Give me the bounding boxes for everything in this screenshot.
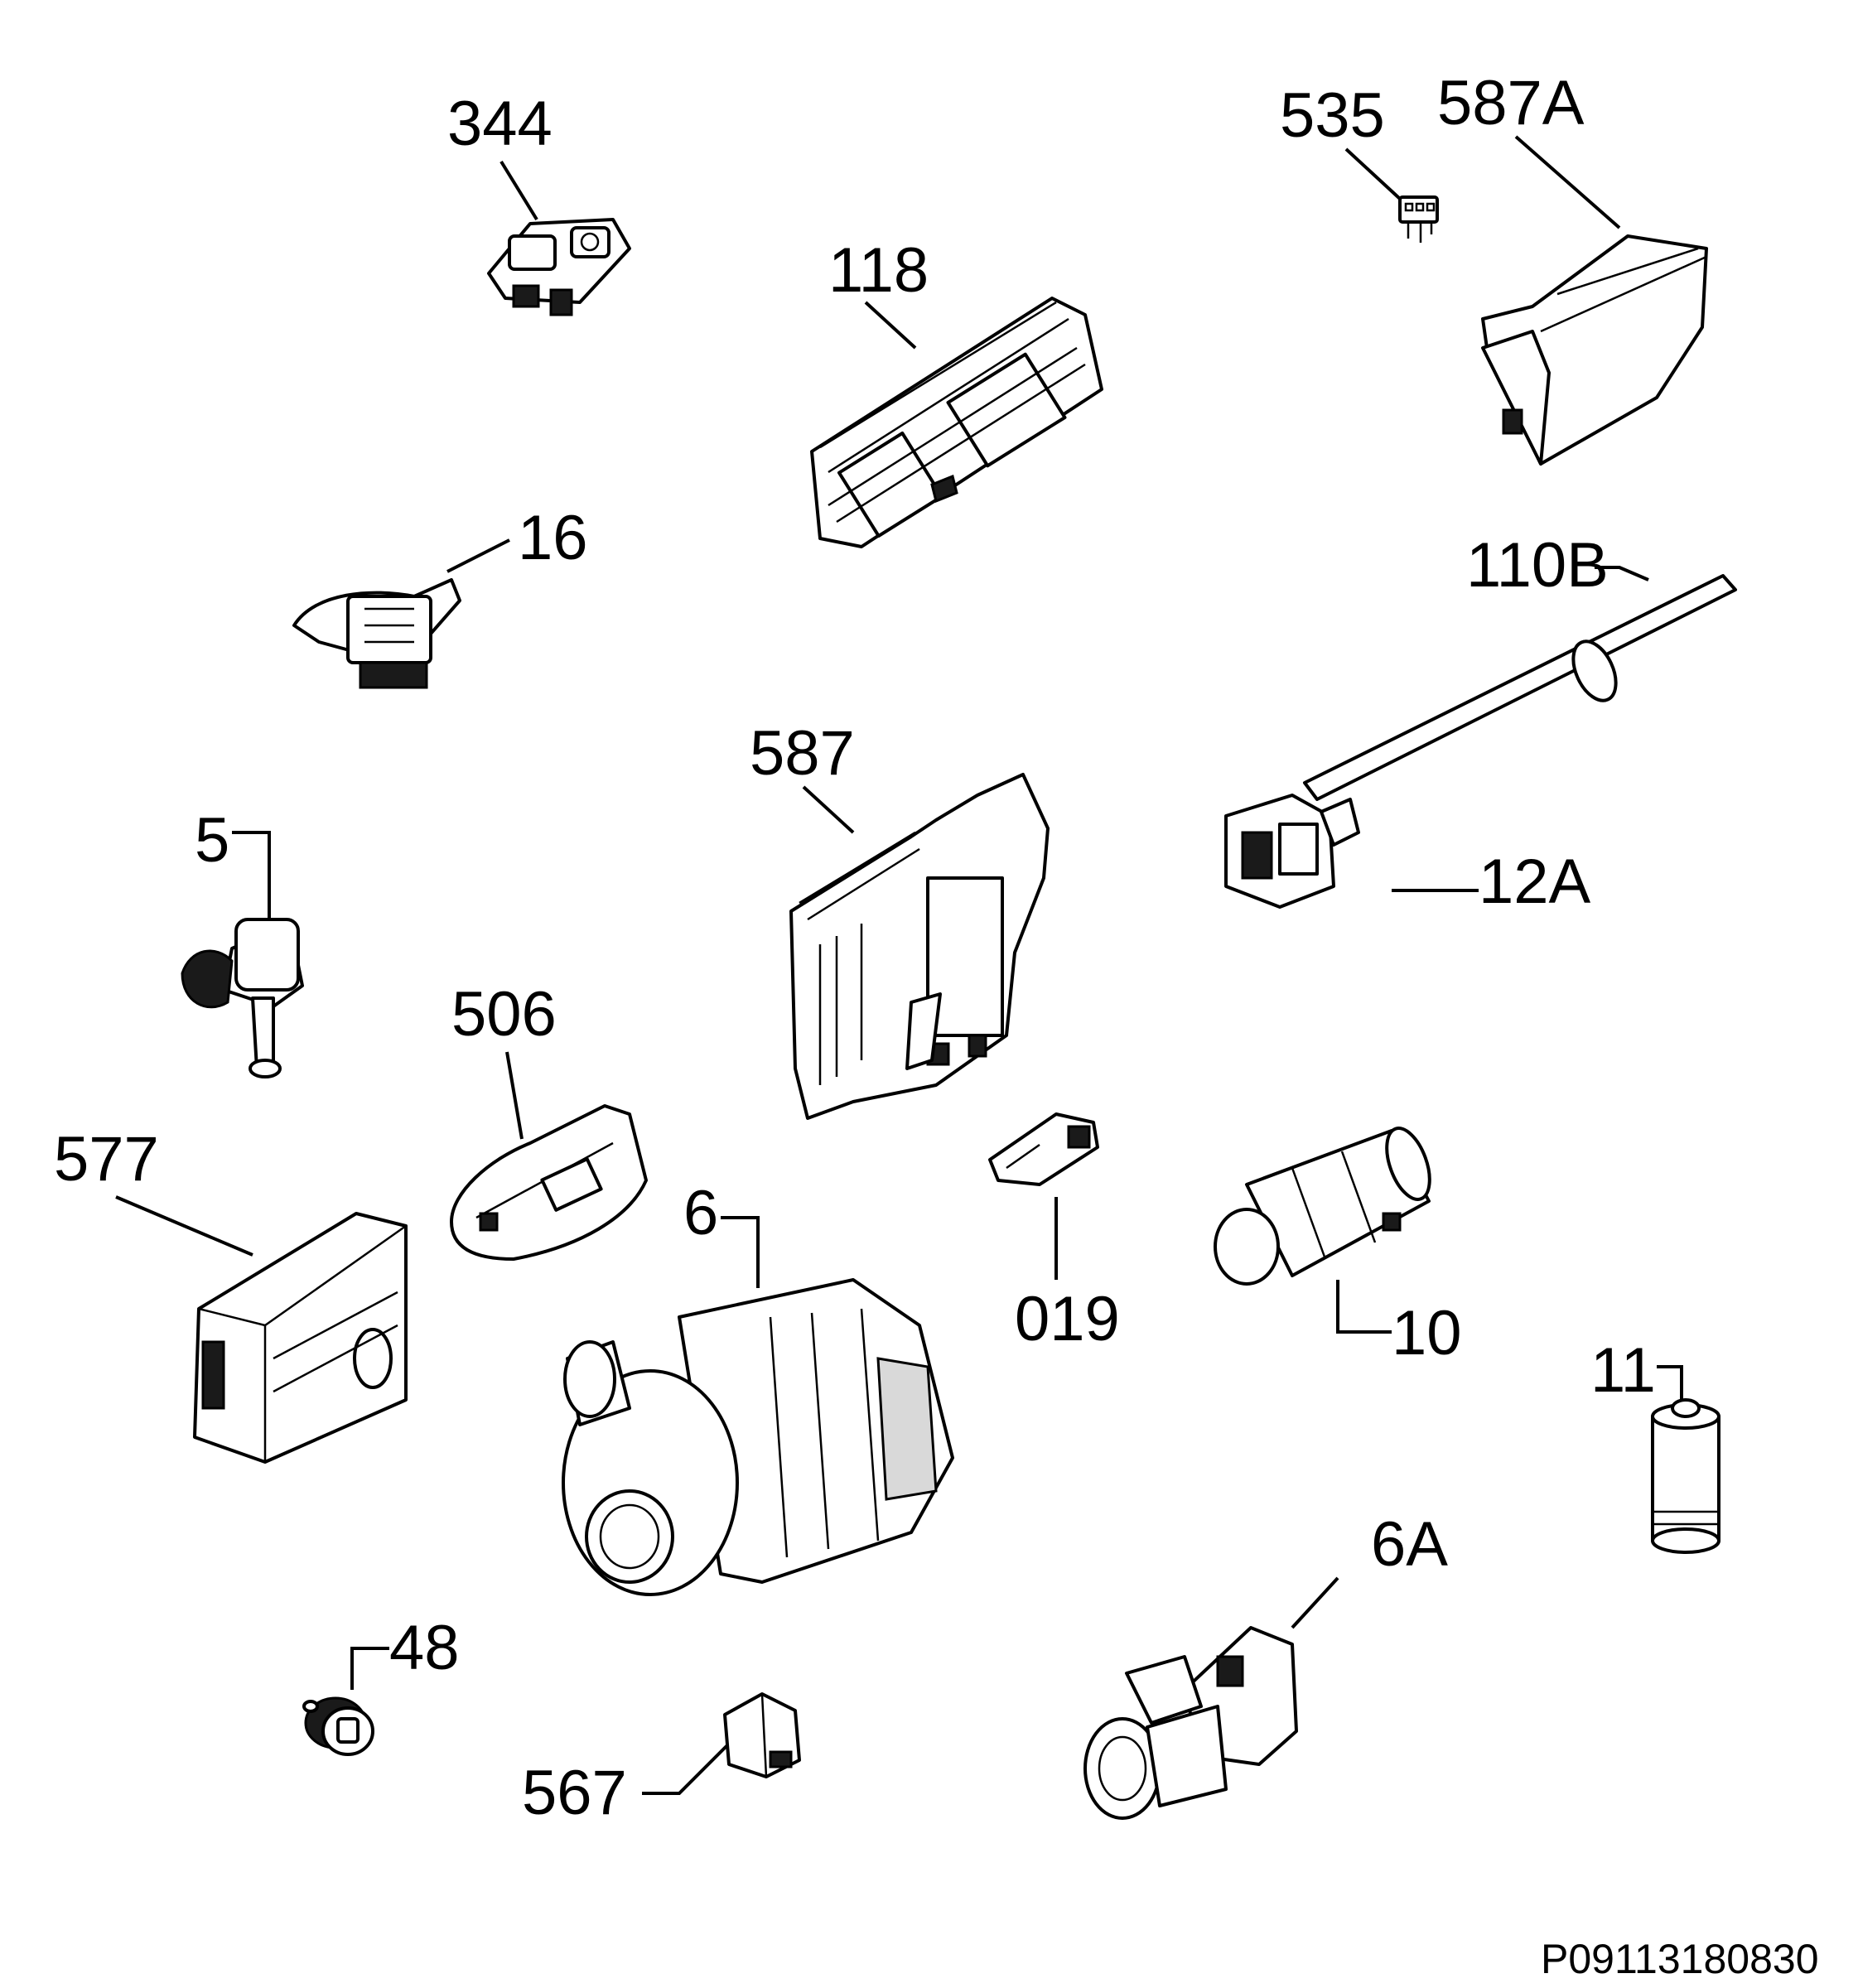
callout-16: 16: [518, 503, 588, 573]
callout-11: 11: [1590, 1335, 1656, 1406]
control-board-drawing: [810, 297, 1103, 548]
leader-10: [1336, 1280, 1392, 1334]
callout-6: 6: [683, 1178, 718, 1248]
part-48[interactable]: 48: [302, 1613, 460, 1756]
callout-110B: 110B: [1466, 530, 1609, 601]
module-drawing: [1481, 234, 1708, 466]
callout-118: 118: [828, 235, 929, 306]
part-5[interactable]: 5: [181, 805, 304, 1078]
capacitor-drawing: [1651, 1398, 1720, 1554]
part-535[interactable]: 535: [1280, 80, 1439, 243]
leader-587: [802, 785, 855, 834]
callout-10: 10: [1392, 1298, 1462, 1368]
part-11[interactable]: 11: [1590, 1335, 1720, 1554]
switch-drawing: [292, 578, 461, 689]
callout-587A: 587A: [1437, 68, 1585, 138]
sensor-drawing: [1224, 794, 1360, 909]
leader-567: [642, 1742, 731, 1795]
leader-344: [499, 160, 538, 221]
clip-drawing: [988, 1112, 1099, 1186]
callout-535: 535: [1280, 80, 1385, 151]
callout-577: 577: [54, 1124, 159, 1194]
drawing-code: P09113180830: [1541, 1936, 1819, 1982]
drain-pump-drawing: [1083, 1626, 1298, 1820]
leader-11: [1657, 1365, 1683, 1400]
part-6[interactable]: 6: [562, 1178, 954, 1596]
leader-506: [505, 1051, 524, 1140]
callout-344: 344: [447, 89, 553, 159]
tube-drawing: [1303, 574, 1737, 801]
part-12A[interactable]: 12A: [1224, 794, 1591, 917]
latch-drawing: [487, 218, 631, 316]
callout-587: 587: [750, 718, 855, 789]
part-110B[interactable]: 110B: [1303, 530, 1737, 801]
part-10[interactable]: 10: [1214, 1122, 1462, 1368]
heater-drawing: [1214, 1127, 1431, 1286]
callout-567: 567: [522, 1758, 627, 1828]
part-587[interactable]: 587: [750, 718, 1050, 1120]
leader-6: [721, 1216, 760, 1288]
part-567[interactable]: 567: [522, 1692, 801, 1828]
callout-12A: 12A: [1479, 847, 1591, 917]
small-cover-drawing: [723, 1692, 801, 1778]
part-506[interactable]: 506: [450, 979, 648, 1261]
module-587-drawing: [789, 773, 1050, 1120]
callout-6A: 6A: [1371, 1509, 1448, 1580]
valve-drawing: [181, 918, 304, 1078]
part-16[interactable]: 16: [292, 503, 588, 689]
leader-110B: [1595, 566, 1649, 581]
part-6A[interactable]: 6A: [1083, 1509, 1448, 1820]
leader-577: [115, 1195, 253, 1257]
cover-506-drawing: [450, 1104, 648, 1261]
connector-drawing: [1398, 195, 1439, 243]
leader-118: [864, 301, 917, 350]
callout-5: 5: [195, 805, 229, 876]
leader-6A: [1291, 1576, 1339, 1629]
leader-535: [1344, 147, 1402, 200]
part-019[interactable]: 019: [988, 1112, 1120, 1354]
leader-587A: [1514, 135, 1621, 229]
part-344[interactable]: 344: [447, 89, 631, 316]
callout-019: 019: [1015, 1284, 1120, 1354]
callout-506: 506: [451, 979, 557, 1049]
pump-motor-drawing: [562, 1278, 954, 1596]
callout-48: 48: [389, 1613, 460, 1683]
part-577[interactable]: 577: [54, 1124, 408, 1464]
leader-5: [232, 831, 271, 919]
housing-drawing: [193, 1212, 408, 1464]
leader-16: [446, 538, 510, 573]
leader-48: [350, 1647, 389, 1690]
part-587A[interactable]: 587A: [1437, 68, 1708, 466]
cap-drawing: [302, 1696, 374, 1756]
part-118[interactable]: 118: [810, 235, 1103, 548]
